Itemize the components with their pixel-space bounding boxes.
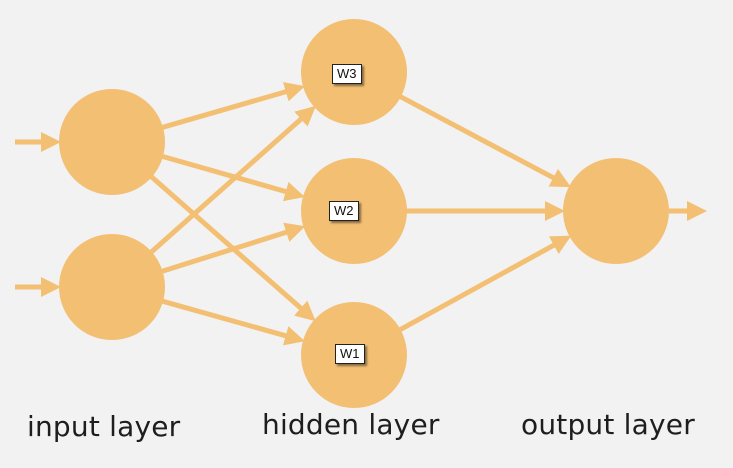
weight-label-w1: W1 <box>335 344 365 364</box>
hidden-layer-label: hidden layer <box>262 408 440 441</box>
edge-in1-h1 <box>148 173 316 322</box>
weight-label-w3: W3 <box>332 64 362 84</box>
node-in1 <box>59 89 165 195</box>
input-layer-label: input layer <box>27 410 181 443</box>
edges-group <box>15 82 708 346</box>
edge-in2-h1 <box>160 298 305 346</box>
edge-in2-h2 <box>159 222 306 275</box>
edge-h1-out <box>397 235 572 333</box>
edge-in1-h3 <box>160 82 306 131</box>
edge-h3-out <box>397 93 571 188</box>
output-layer-label: output layer <box>521 408 695 441</box>
nodes-group <box>59 19 669 408</box>
edge-in2-h3 <box>148 105 316 255</box>
node-out <box>563 158 669 264</box>
weight-label-w2: W2 <box>329 201 359 221</box>
node-in2 <box>59 234 165 340</box>
edge-in1-h2 <box>160 153 305 202</box>
